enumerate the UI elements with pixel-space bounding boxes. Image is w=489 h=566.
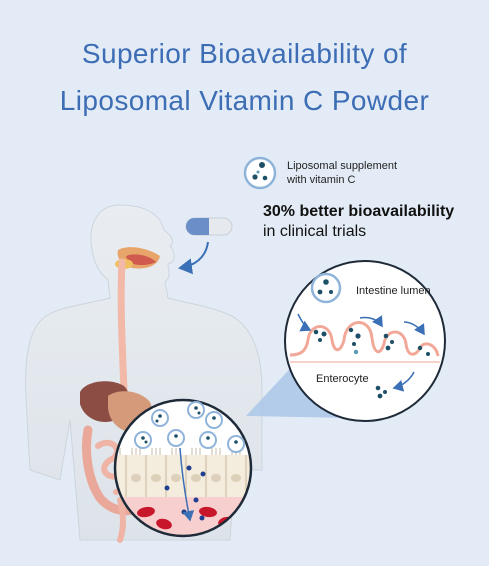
title-line-1: Superior Bioavailability of [81,38,408,69]
esophagus [117,258,128,394]
liposome-legend-icon [243,156,277,190]
capsule-arrow [178,241,209,275]
enterocyte-label: Enterocyte [316,373,369,385]
title-line-2: Liposomal Vitamin C Powder [59,85,430,116]
legend-label-line-2: with vitamin C [287,174,356,186]
stat-headline: 30% better bioavailability [263,203,455,220]
stat-subline: in clinical trials [263,223,367,240]
intestine-inset [284,260,446,422]
legend-label-line-1: Liposomal supplement [287,160,398,172]
capsule [185,217,233,236]
intestine-lumen-label: Intestine lumen [356,285,431,297]
